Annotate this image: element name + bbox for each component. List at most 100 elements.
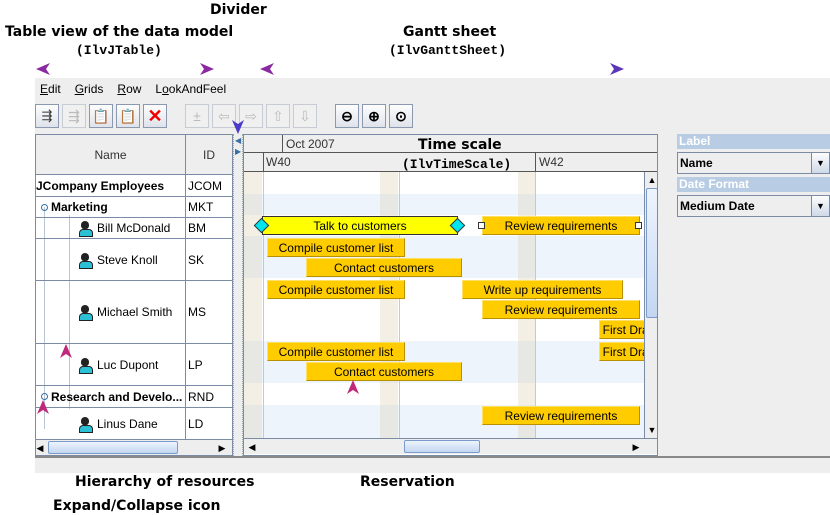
week-label: W42	[539, 155, 564, 169]
arrow-up-icon: ⇧	[272, 107, 284, 124]
person-icon	[78, 417, 93, 433]
table-row[interactable]: Michael Smith MS	[36, 281, 232, 344]
activity-bar[interactable]: Talk to customers	[262, 216, 458, 235]
table-row[interactable]: Linus Dane LD	[36, 408, 232, 440]
collapse-icon[interactable]	[41, 203, 48, 211]
activity-bar[interactable]: Contact customers	[306, 258, 462, 277]
move-up-button[interactable]: ⇧	[266, 104, 290, 128]
collapse-left-arrow[interactable]: ◀	[235, 136, 242, 145]
table-row[interactable]: Marketing MKT	[36, 197, 232, 218]
table-row[interactable]: Luc Dupont LP	[36, 344, 232, 386]
selection-handle-icon[interactable]	[635, 222, 642, 229]
gantt-vertical-scrollbar[interactable]: ▲ ▼	[644, 172, 657, 438]
reservation-annotation: Reservation	[360, 474, 455, 490]
collapse-right-arrow[interactable]: ▶	[235, 147, 242, 156]
move-down-button[interactable]: ⇩	[293, 104, 317, 128]
zoom-in-button[interactable]: ⊕	[362, 104, 386, 128]
month-label: Oct 2007	[286, 137, 335, 151]
delete-button[interactable]: ✕	[143, 104, 167, 128]
activity-bar[interactable]: Review requirements	[482, 406, 640, 425]
scroll-left-arrow[interactable]: ◀	[36, 442, 44, 453]
column-header-name[interactable]: Name	[36, 135, 186, 174]
table-row[interactable]: Research and Develo... RND	[36, 386, 232, 408]
menu-grids[interactable]: Grids	[74, 82, 104, 96]
tree-line	[69, 215, 70, 409]
row-id: MKT	[188, 200, 214, 214]
selection-handle-icon[interactable]	[478, 222, 485, 229]
insert-row-icon: ⇶	[41, 108, 53, 123]
table-row[interactable]: Bill McDonald BM	[36, 218, 232, 239]
row-name: Research and Develo...	[51, 389, 183, 404]
row-id: LD	[188, 417, 204, 431]
table-view-span-arrow	[36, 63, 214, 75]
move-row-button[interactable]: ⇶	[62, 104, 86, 128]
scroll-left-arrow[interactable]: ◀	[248, 441, 256, 452]
scrollbar-thumb[interactable]	[48, 441, 178, 454]
property-panel: Label Name ▼ Date Format Medium Date ▼	[677, 134, 830, 220]
date-format-section-title: Date Format	[677, 177, 830, 192]
table-row[interactable]: JCompany Employees JCOM	[36, 175, 232, 197]
collapse-icon[interactable]	[41, 393, 48, 400]
arrow-left-icon: ⇦	[218, 107, 230, 124]
activity-bar[interactable]: Compile customer list	[267, 280, 405, 299]
menu-row[interactable]: Row	[117, 82, 142, 96]
gantt-horizontal-scrollbar[interactable]: ◀ ▶	[244, 438, 657, 454]
move-right-button[interactable]: ⇨	[239, 104, 263, 128]
activity-bar[interactable]: Compile customer list	[267, 238, 405, 257]
zoom-fit-icon: ⊙	[395, 107, 407, 124]
add-constraint-button[interactable]: ±	[185, 104, 209, 128]
gantt-sheet: Oct 2007 W40 W42 Talk to customers Revie…	[243, 134, 658, 456]
gantt-sheet-annotation: Gantt sheet	[403, 24, 497, 40]
activity-bar[interactable]: Compile customer list	[267, 342, 405, 361]
scroll-up-arrow[interactable]: ▲	[647, 175, 657, 185]
time-scale-annotation: Time scale	[418, 137, 502, 153]
row-name: Michael Smith	[97, 305, 173, 319]
move-row-icon: ⇶	[68, 107, 80, 124]
scrollbar-thumb[interactable]	[404, 440, 480, 453]
row-id: SK	[188, 252, 205, 267]
activity-bar[interactable]: Review requirements	[482, 300, 640, 319]
table-horizontal-scrollbar[interactable]: ◀ ▶	[36, 439, 232, 455]
person-icon	[78, 305, 93, 321]
row-name: Steve Knoll	[97, 252, 158, 267]
zoom-out-icon: ⊖	[341, 107, 353, 124]
scrollbar-thumb[interactable]	[646, 188, 657, 318]
zoom-fit-button[interactable]: ⊙	[389, 104, 413, 128]
move-left-button[interactable]: ⇦	[212, 104, 236, 128]
hierarchy-annotation: Hierarchy of resources	[75, 474, 255, 490]
activity-bar[interactable]: First Draft	[599, 342, 657, 361]
status-bar	[35, 456, 830, 473]
split-divider[interactable]: ◀ ▶	[233, 134, 243, 456]
chevron-down-icon[interactable]: ▼	[811, 196, 829, 216]
person-icon	[78, 357, 93, 374]
activity-bar[interactable]: Write up requirements	[462, 280, 623, 299]
zoom-in-icon: ⊕	[368, 107, 380, 124]
new-activity-button[interactable]: 📋	[89, 104, 113, 128]
new-activity-icon: 📋	[92, 107, 110, 124]
gantt-sheet-class-annotation: (IlvGanttSheet)	[389, 43, 507, 58]
row-name: Marketing	[51, 200, 108, 214]
row-id: MS	[188, 305, 206, 319]
arrow-right-icon: ⇨	[245, 107, 257, 124]
column-header-id[interactable]: ID	[203, 147, 215, 162]
activity-bar[interactable]: First Draft	[599, 320, 657, 339]
edit-activity-button[interactable]: 📋	[116, 104, 140, 128]
zoom-out-button[interactable]: ⊖	[335, 104, 359, 128]
activity-bar[interactable]: Contact customers	[306, 362, 462, 381]
date-format-combobox[interactable]: Medium Date ▼	[677, 195, 830, 217]
tree-line	[44, 207, 45, 429]
menu-edit[interactable]: Edit	[40, 82, 61, 96]
scroll-right-arrow[interactable]: ▶	[218, 442, 226, 453]
activity-bar[interactable]: Review requirements	[482, 216, 640, 235]
table-header: Name ID	[36, 135, 232, 175]
row-id: RND	[188, 389, 214, 404]
menu-lookandfeel[interactable]: LookAndFeel	[155, 82, 227, 96]
table-row[interactable]: Steve Knoll SK	[36, 239, 232, 281]
row-id: LP	[188, 357, 203, 372]
chevron-down-icon[interactable]: ▼	[811, 153, 829, 173]
scroll-down-arrow[interactable]: ▼	[647, 425, 657, 435]
label-combobox[interactable]: Name ▼	[677, 152, 830, 174]
scroll-right-arrow[interactable]: ▶	[632, 441, 640, 452]
insert-row-button[interactable]: ⇶	[35, 104, 59, 128]
table-view-annotation: Table view of the data model	[5, 24, 234, 40]
